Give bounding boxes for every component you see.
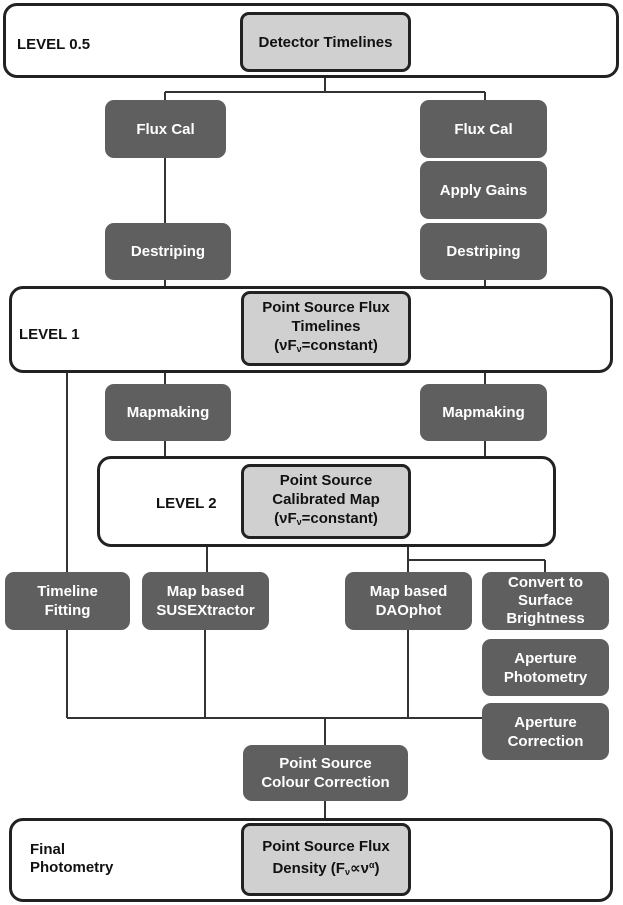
final-flux-density-formula: Density (Fν∝να) <box>272 860 380 877</box>
destriping-right-box: Destriping <box>420 223 547 280</box>
ps-calibrated-map-line1: Point Source <box>279 472 373 489</box>
flux-cal-right-box: Flux Cal <box>420 100 547 158</box>
flux-cal-left-box: Flux Cal <box>105 100 226 158</box>
ps-flux-timelines-box: Point Source Flux Timelines (νFν=constan… <box>241 291 411 366</box>
colour-correction-line1: Point Source <box>279 755 372 772</box>
aperture-correction-box: Aperture Correction <box>482 703 609 760</box>
aperture-photometry-line2: Photometry <box>503 668 588 686</box>
mapmaking-left-label: Mapmaking <box>126 404 210 421</box>
final-label-line1: Final <box>30 841 66 858</box>
convert-line2: Surface <box>517 592 574 609</box>
aperture-correction-line2: Correction <box>507 732 584 750</box>
aperture-photometry-box: Aperture Photometry <box>482 639 609 696</box>
level-1-label: LEVEL 1 <box>19 326 80 343</box>
final-flux-density-box: Point Source Flux Density (Fν∝να) <box>241 823 411 896</box>
destriping-left-box: Destriping <box>105 223 231 280</box>
detector-timelines-box: Detector Timelines <box>240 12 411 72</box>
ps-calibrated-map-formula: (νFν=constant) <box>274 510 378 527</box>
daophot-box: Map based DAOphot <box>345 572 472 630</box>
colour-correction-line2: Colour Correction <box>261 774 390 791</box>
detector-timelines-label: Detector Timelines <box>258 33 393 51</box>
destriping-right-label: Destriping <box>446 243 521 260</box>
ps-flux-timelines-line2: Timelines <box>291 318 361 335</box>
apply-gains-box: Apply Gains <box>420 161 547 219</box>
susextractor-line1: Map based <box>166 583 245 600</box>
convert-line1: Convert to <box>508 574 583 591</box>
apply-gains-label: Apply Gains <box>439 181 528 199</box>
level-2-label: LEVEL 2 <box>156 495 217 512</box>
final-label-line2: Photometry <box>30 859 114 876</box>
mapmaking-left-box: Mapmaking <box>105 384 231 441</box>
susextractor-box: Map based SUSEXtractor <box>142 572 269 630</box>
colour-correction-box: Point Source Colour Correction <box>243 745 408 801</box>
convert-surface-brightness-box: Convert to Surface Brightness <box>482 572 609 630</box>
daophot-line1: Map based <box>369 583 448 600</box>
ps-flux-timelines-line1: Point Source Flux <box>262 299 390 316</box>
ps-flux-timelines-formula: (νFν=constant) <box>274 337 378 354</box>
timeline-fitting-line1: Timeline <box>37 583 98 600</box>
aperture-photometry-line1: Aperture <box>514 649 577 667</box>
final-photometry-label: Final Photometry <box>30 841 113 877</box>
susextractor-line2: SUSEXtractor <box>156 602 255 619</box>
timeline-fitting-box: Timeline Fitting <box>5 572 130 630</box>
final-flux-density-line1: Point Source Flux <box>262 838 390 855</box>
aperture-correction-line1: Aperture <box>514 713 577 731</box>
mapmaking-right-label: Mapmaking <box>442 404 525 421</box>
daophot-line2: DAOphot <box>375 602 442 619</box>
ps-calibrated-map-line2: Calibrated Map <box>272 491 380 508</box>
destriping-left-label: Destriping <box>130 243 206 260</box>
ps-calibrated-map-box: Point Source Calibrated Map (νFν=constan… <box>241 464 411 539</box>
flux-cal-right-label: Flux Cal <box>454 120 513 138</box>
flux-cal-left-label: Flux Cal <box>136 120 195 138</box>
convert-line3: Brightness <box>506 610 585 627</box>
mapmaking-right-box: Mapmaking <box>420 384 547 441</box>
timeline-fitting-line2: Fitting <box>44 602 91 619</box>
level-05-label: LEVEL 0.5 <box>17 36 91 53</box>
